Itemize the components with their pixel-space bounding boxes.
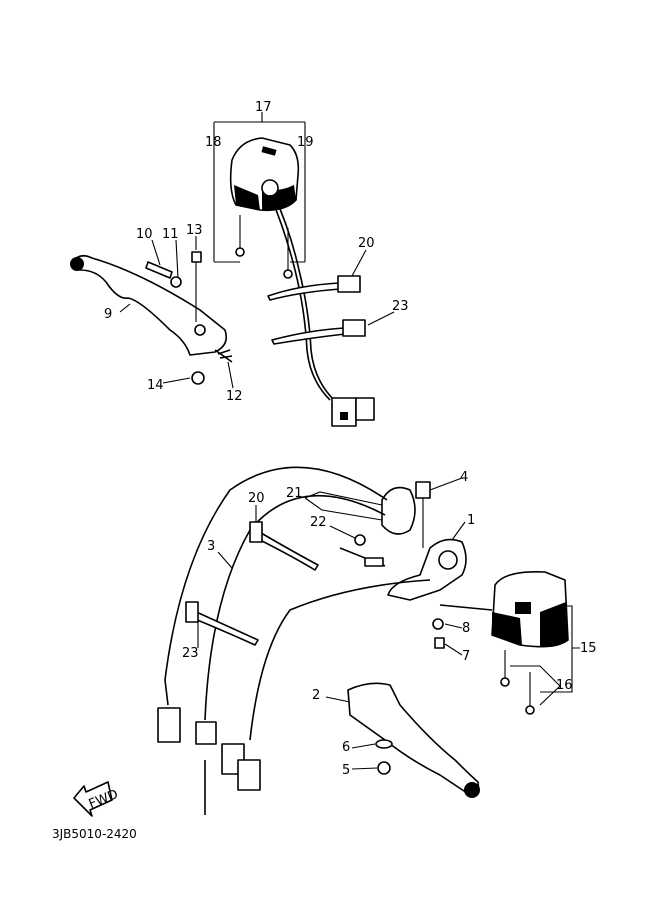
label-12: 12: [226, 389, 243, 404]
label-22: 22: [310, 515, 327, 530]
label-23-mid: 23: [182, 646, 199, 661]
label-5: 5: [342, 763, 350, 778]
label-23-top: 23: [392, 299, 409, 314]
throttle-housing: [381, 486, 416, 535]
left-handlebar-switch: [229, 137, 300, 212]
label-11: 11: [162, 227, 179, 242]
connector-top: [331, 397, 375, 427]
label-9: 9: [104, 307, 112, 322]
label-1: 1: [467, 513, 475, 528]
label-7: 7: [462, 649, 470, 664]
label-13: 13: [186, 223, 203, 238]
label-6: 6: [342, 740, 350, 755]
label-17: 17: [255, 100, 272, 115]
label-20-mid: 20: [248, 491, 265, 506]
cable-tie-23-top: [271, 327, 346, 345]
right-handlebar-switch: [491, 570, 569, 648]
label-21: 21: [286, 486, 303, 501]
cable-tie-20-top: [267, 282, 341, 301]
label-19: 19: [297, 135, 314, 150]
label-18: 18: [205, 135, 222, 150]
forward-arrow-icon: FWD: [73, 781, 120, 817]
lever-9: [70, 254, 228, 356]
label-3: 3: [207, 539, 215, 554]
label-15: 15: [580, 641, 597, 656]
label-16: 16: [556, 678, 573, 693]
label-20-top: 20: [358, 236, 375, 251]
label-2: 2: [312, 688, 320, 703]
label-8: 8: [462, 621, 470, 636]
label-14: 14: [147, 378, 164, 393]
label-4: 4: [460, 470, 468, 485]
lever-2: [347, 682, 480, 798]
diagram-code: 3JB5010-2420: [52, 827, 137, 841]
lever-holder: [387, 538, 467, 601]
label-10: 10: [136, 227, 153, 242]
